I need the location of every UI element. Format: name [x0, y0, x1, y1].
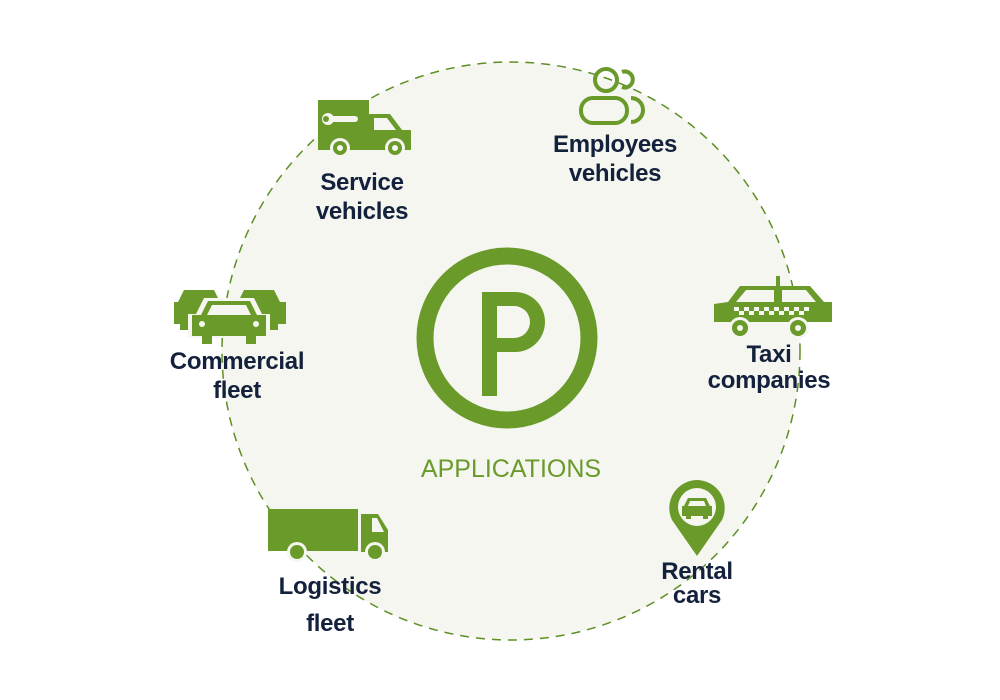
- center-title: APPLICATIONS: [420, 455, 602, 483]
- label-line: vehicles: [568, 160, 662, 187]
- rental-pin-icon: [669, 480, 725, 556]
- label-commercial-fleet: Commercial fleet: [169, 347, 305, 405]
- label-line: Service: [320, 169, 404, 196]
- label-line: Employees: [552, 131, 678, 158]
- label-line: cars: [672, 582, 722, 609]
- employees-icon: [579, 67, 645, 125]
- label-line: Rental: [661, 558, 733, 585]
- label-taxi-companies: Taxi companies: [708, 342, 831, 394]
- label-line: fleet: [306, 610, 354, 637]
- label-rental-cars: Rental cars: [661, 560, 733, 608]
- label-line: Commercial: [169, 348, 305, 375]
- cars-fleet-icon: [174, 290, 286, 344]
- label-logistics-fleet: Logistics fleet: [279, 568, 382, 642]
- label-line: Logistics: [278, 573, 382, 600]
- label-line: vehicles: [315, 198, 409, 225]
- label-line: fleet: [213, 377, 261, 404]
- label-employees-vehicles: Employees vehicles: [553, 130, 677, 188]
- label-line: companies: [707, 367, 831, 394]
- label-line: Taxi: [746, 341, 792, 368]
- logistics-truck-icon: [268, 509, 388, 562]
- service-truck-icon: [318, 100, 411, 158]
- label-service-vehicles: Service vehicles: [315, 168, 409, 226]
- taxi-icon: [714, 276, 832, 339]
- parking-icon: [416, 247, 598, 429]
